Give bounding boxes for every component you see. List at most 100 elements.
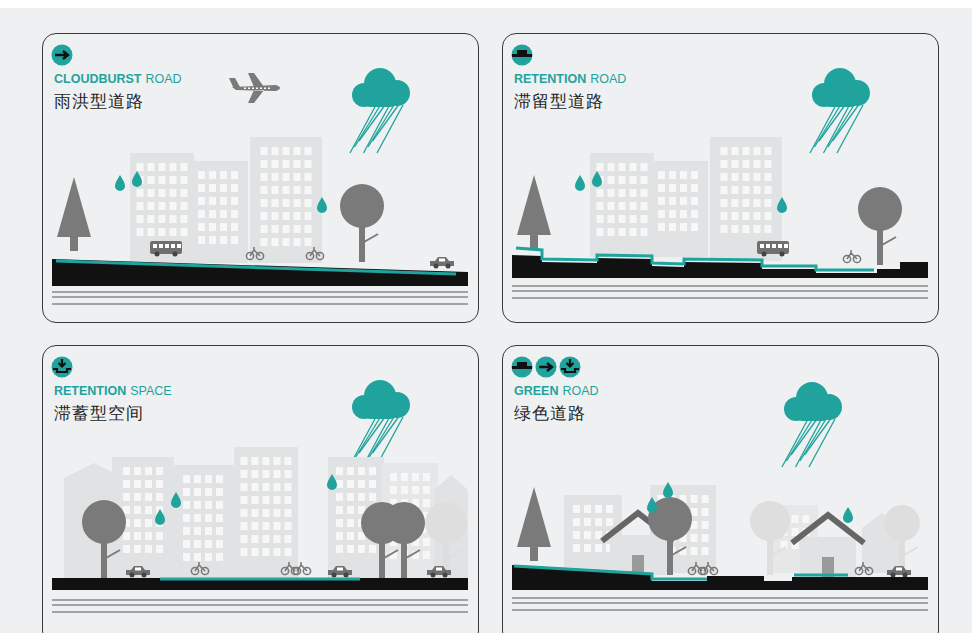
window (145, 506, 152, 514)
window (198, 223, 205, 231)
water-line (160, 578, 360, 581)
window (181, 202, 188, 210)
rain-line (359, 105, 385, 141)
tree-branch (672, 547, 686, 555)
window (765, 147, 772, 155)
window (641, 176, 648, 184)
window (754, 199, 761, 207)
rain-line (355, 105, 381, 147)
window (205, 514, 212, 522)
window (137, 228, 144, 236)
window (205, 488, 212, 496)
window (691, 495, 698, 503)
window (743, 212, 750, 220)
window (691, 223, 698, 231)
panel-illustration (52, 45, 469, 305)
window (285, 509, 292, 517)
window (702, 508, 709, 516)
icon-arrow (55, 51, 68, 59)
tree-crown (858, 187, 902, 231)
tree-crown (425, 502, 467, 544)
title-word: ROAD (562, 384, 598, 398)
window (194, 514, 201, 522)
wheel (431, 573, 436, 578)
window (732, 147, 739, 155)
wheel (173, 252, 178, 257)
window (305, 225, 312, 233)
window (573, 505, 580, 513)
window (294, 238, 301, 246)
window (216, 540, 223, 548)
tree-trunk (767, 537, 773, 575)
window (765, 173, 772, 181)
base-line (52, 600, 468, 601)
window (641, 215, 648, 223)
bus-window (171, 244, 175, 248)
base-line (512, 298, 928, 299)
window (220, 197, 227, 205)
water-line (514, 566, 707, 579)
window (732, 199, 739, 207)
rain-drop (171, 492, 181, 508)
window (305, 212, 312, 220)
wheel (903, 573, 908, 578)
wheel (762, 252, 767, 257)
window (272, 212, 279, 220)
panel-header: RETENTIONROAD滞留型道路 (514, 70, 626, 112)
rain-line (819, 105, 845, 141)
wheel (443, 573, 448, 578)
window (754, 173, 761, 181)
window (194, 553, 201, 561)
tree-trunk (379, 540, 385, 578)
window (608, 163, 615, 171)
rain-drop (592, 171, 602, 187)
icon-disc (52, 45, 73, 66)
window (231, 236, 238, 244)
rain-line (796, 419, 822, 467)
window (597, 215, 604, 223)
window (691, 534, 698, 542)
window (294, 212, 301, 220)
bus-window (165, 244, 169, 248)
window (263, 535, 270, 543)
icon-retain (512, 362, 532, 369)
window (252, 457, 259, 465)
window (123, 480, 130, 488)
window (584, 544, 591, 552)
window (183, 475, 190, 483)
car-body (887, 566, 911, 575)
tree-trunk (101, 540, 107, 578)
building-body (172, 465, 234, 578)
rain-line (824, 105, 850, 153)
window (148, 215, 155, 223)
building (234, 447, 298, 578)
window (336, 493, 343, 501)
cloud-base (364, 405, 397, 419)
wheel (344, 573, 349, 578)
window (205, 540, 212, 548)
wheel (780, 252, 785, 257)
window (137, 215, 144, 223)
bike-frame (195, 562, 205, 571)
window (358, 480, 365, 488)
chinese-title: 雨洪型道路 (54, 90, 182, 112)
window (194, 475, 201, 483)
window (209, 223, 216, 231)
base-line (512, 598, 928, 599)
window (732, 186, 739, 194)
window (630, 228, 637, 236)
wheel (434, 264, 439, 269)
tree-branch (882, 237, 896, 245)
window (137, 202, 144, 210)
window (597, 189, 604, 197)
window (283, 238, 290, 246)
window (285, 457, 292, 465)
window (754, 160, 761, 168)
window (198, 171, 205, 179)
pine-trunk (530, 547, 538, 561)
title-line: RETENTIONSPACE (54, 382, 172, 399)
window (252, 522, 259, 530)
window (285, 535, 292, 543)
window (390, 486, 397, 494)
window (680, 210, 687, 218)
